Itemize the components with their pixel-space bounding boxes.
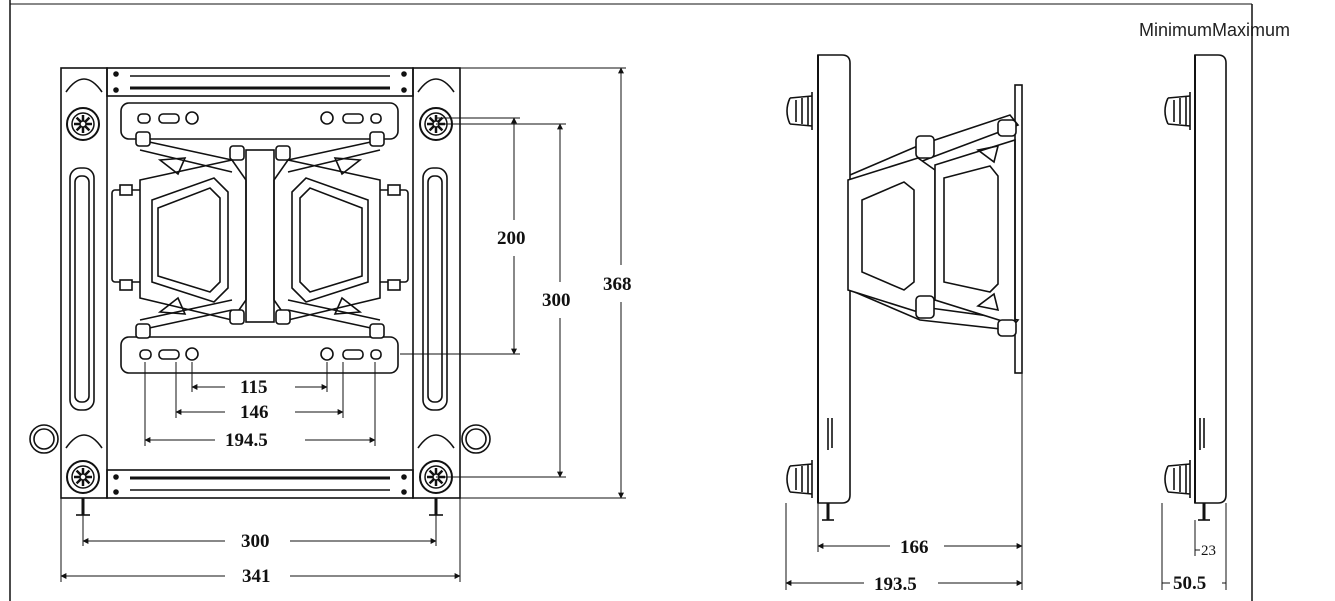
dim-115: 115 bbox=[240, 377, 267, 398]
legend-maximum: Maximum bbox=[1212, 20, 1291, 40]
dim-300-vertical: 300 bbox=[542, 290, 571, 311]
side-view-maximum bbox=[786, 54, 1023, 521]
side-view-minimum-dimensions bbox=[1161, 503, 1227, 590]
dim-23: 23 bbox=[1201, 543, 1216, 559]
front-view-dimensions bbox=[60, 67, 626, 582]
dim-146: 146 bbox=[240, 402, 269, 423]
dim-200: 200 bbox=[497, 228, 526, 249]
legend-minimum: Minimum bbox=[1139, 20, 1213, 40]
dim-300-horizontal: 300 bbox=[241, 531, 270, 552]
dim-193-5: 193.5 bbox=[874, 574, 917, 595]
side-view-minimum bbox=[1164, 54, 1227, 521]
dim-368: 368 bbox=[603, 274, 632, 295]
dim-341: 341 bbox=[242, 566, 271, 587]
legend: MinimumMaximum bbox=[1139, 20, 1290, 41]
dim-166: 166 bbox=[900, 537, 929, 558]
front-view bbox=[29, 67, 491, 516]
side-view-maximum-dimensions bbox=[785, 373, 1023, 590]
dim-194-5: 194.5 bbox=[225, 430, 268, 451]
dim-50-5: 50.5 bbox=[1173, 573, 1206, 594]
